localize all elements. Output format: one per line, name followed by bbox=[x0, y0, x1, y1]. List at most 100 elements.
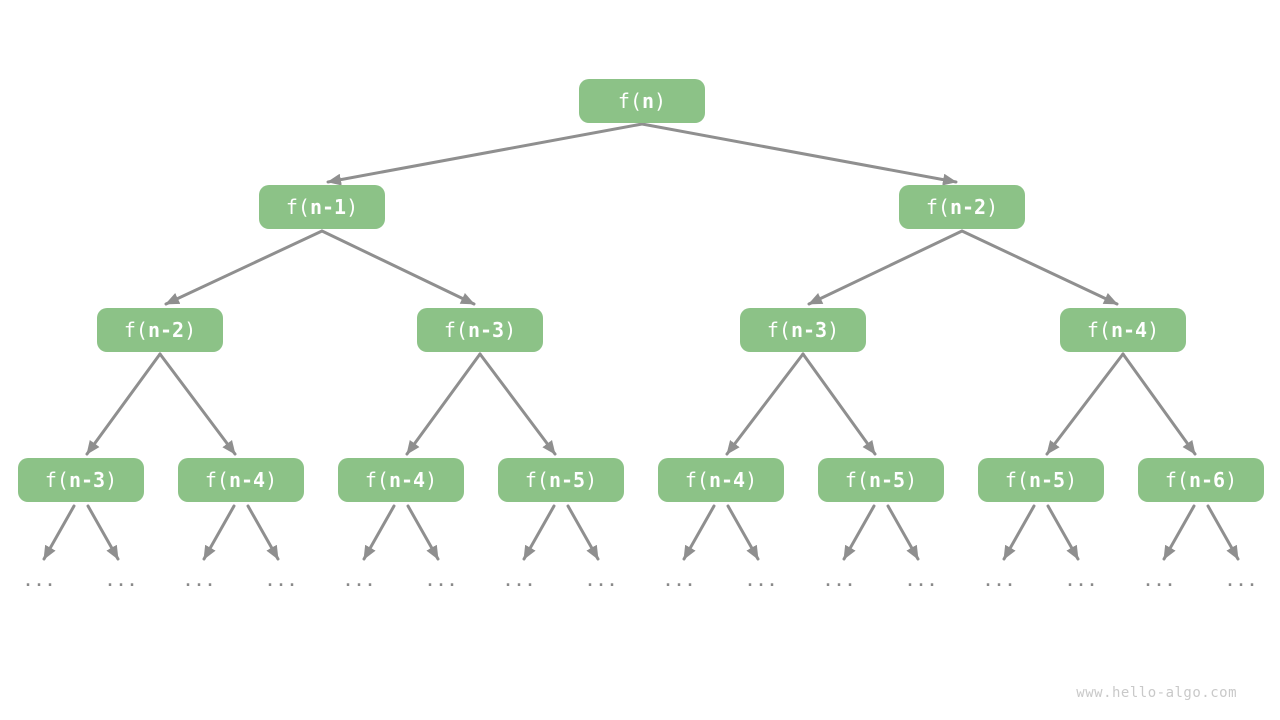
edge-n3d-leaf-right bbox=[566, 504, 600, 561]
ellipsis-leaf: ... bbox=[663, 572, 697, 590]
node-label-suffix: ) bbox=[425, 468, 438, 492]
node-label-prefix: f( bbox=[44, 468, 69, 492]
tree-node-l3-7: f(n-5) bbox=[978, 458, 1104, 502]
ellipsis-leaf: ... bbox=[585, 572, 619, 590]
ellipsis-leaf: ... bbox=[23, 572, 57, 590]
ellipsis-leaf: ... bbox=[905, 572, 939, 590]
node-label-prefix: f( bbox=[285, 195, 310, 219]
tree-node-l3-4: f(n-5) bbox=[498, 458, 624, 502]
node-label-prefix: f( bbox=[925, 195, 950, 219]
tree-node-l3-1: f(n-3) bbox=[18, 458, 144, 502]
edge-n3b-leaf-left bbox=[202, 504, 236, 561]
node-label-suffix: ) bbox=[654, 89, 667, 113]
node-label-prefix: f( bbox=[1086, 318, 1111, 342]
node-label-arg: n-3 bbox=[467, 318, 505, 342]
node-label-arg: n-5 bbox=[548, 468, 586, 492]
edge-n0-n1a bbox=[326, 122, 644, 186]
node-label-arg: n-4 bbox=[228, 468, 266, 492]
node-label-prefix: f( bbox=[684, 468, 709, 492]
ellipsis-leaf: ... bbox=[105, 572, 139, 590]
tree-node-l1-right: f(n-2) bbox=[899, 185, 1025, 229]
ellipsis-leaf: ... bbox=[265, 572, 299, 590]
edge-n3g-leaf-left bbox=[1002, 504, 1036, 561]
node-label-arg: n-3 bbox=[790, 318, 828, 342]
ellipsis-leaf: ... bbox=[745, 572, 779, 590]
edge-n3e-leaf-right bbox=[726, 504, 760, 561]
edge-n3h-leaf-left bbox=[1162, 504, 1196, 561]
edge-n2d-n3h bbox=[1121, 352, 1197, 456]
edge-n3g-leaf-right bbox=[1046, 504, 1080, 561]
edge-n3f-leaf-right bbox=[886, 504, 920, 561]
node-label-arg: n-5 bbox=[868, 468, 906, 492]
node-label-arg: n-2 bbox=[949, 195, 987, 219]
tree-node-l2-1: f(n-2) bbox=[97, 308, 223, 352]
node-label-suffix: ) bbox=[105, 468, 118, 492]
edge-n1a-n2b bbox=[320, 229, 476, 306]
node-label-prefix: f( bbox=[1004, 468, 1029, 492]
edge-n3d-leaf-left bbox=[522, 504, 556, 561]
ellipsis-leaf: ... bbox=[823, 572, 857, 590]
edge-n2c-n3f bbox=[801, 352, 877, 456]
node-label-suffix: ) bbox=[745, 468, 758, 492]
tree-node-l1-left: f(n-1) bbox=[259, 185, 385, 229]
edge-n3a-leaf-left bbox=[42, 504, 76, 561]
edge-n2b-n3d bbox=[478, 352, 557, 456]
ellipsis-leaf: ... bbox=[1225, 572, 1259, 590]
node-label-suffix: ) bbox=[827, 318, 840, 342]
ellipsis-leaf: ... bbox=[343, 572, 377, 590]
node-label-suffix: ) bbox=[585, 468, 598, 492]
ellipsis-leaf: ... bbox=[183, 572, 217, 590]
node-label-arg: n bbox=[642, 89, 655, 113]
edge-n1a-n2a bbox=[164, 229, 324, 306]
tree-node-l2-2: f(n-3) bbox=[417, 308, 543, 352]
edge-n3f-leaf-left bbox=[842, 504, 876, 561]
node-label-arg: n-5 bbox=[1028, 468, 1066, 492]
node-label-prefix: f( bbox=[123, 318, 148, 342]
node-label-suffix: ) bbox=[986, 195, 999, 219]
node-label-suffix: ) bbox=[346, 195, 359, 219]
node-label-suffix: ) bbox=[184, 318, 197, 342]
tree-node-l2-3: f(n-3) bbox=[740, 308, 866, 352]
tree-node-l2-4: f(n-4) bbox=[1060, 308, 1186, 352]
node-label-prefix: f( bbox=[443, 318, 468, 342]
node-label-prefix: f( bbox=[204, 468, 229, 492]
node-label-arg: n-6 bbox=[1188, 468, 1226, 492]
node-label-arg: n-2 bbox=[147, 318, 185, 342]
ellipsis-leaf: ... bbox=[503, 572, 537, 590]
node-label-suffix: ) bbox=[265, 468, 278, 492]
node-label-suffix: ) bbox=[905, 468, 918, 492]
tree-node-l3-6: f(n-5) bbox=[818, 458, 944, 502]
edge-n1b-n2c bbox=[807, 229, 964, 306]
tree-node-l3-3: f(n-4) bbox=[338, 458, 464, 502]
edge-n3h-leaf-right bbox=[1206, 504, 1240, 561]
edge-n2a-n3b bbox=[158, 352, 237, 456]
node-label-prefix: f( bbox=[1164, 468, 1189, 492]
node-label-suffix: ) bbox=[1065, 468, 1078, 492]
node-label-suffix: ) bbox=[504, 318, 517, 342]
ellipsis-leaf: ... bbox=[983, 572, 1017, 590]
node-label-arg: n-4 bbox=[1110, 318, 1148, 342]
ellipsis-leaf: ... bbox=[425, 572, 459, 590]
tree-node-l3-5: f(n-4) bbox=[658, 458, 784, 502]
node-label-arg: n-4 bbox=[388, 468, 426, 492]
edge-n2a-n3a bbox=[85, 352, 162, 456]
tree-node-l3-2: f(n-4) bbox=[178, 458, 304, 502]
node-label-prefix: f( bbox=[844, 468, 869, 492]
node-label-arg: n-1 bbox=[309, 195, 347, 219]
node-label-arg: n-3 bbox=[68, 468, 106, 492]
edge-n1b-n2d bbox=[960, 229, 1119, 306]
edge-n3b-leaf-right bbox=[246, 504, 280, 561]
tree-node-l3-8: f(n-6) bbox=[1138, 458, 1264, 502]
edge-n3c-leaf-left bbox=[362, 504, 396, 561]
node-label-prefix: f( bbox=[617, 89, 642, 113]
node-label-arg: n-4 bbox=[708, 468, 746, 492]
edge-n2d-n3g bbox=[1045, 352, 1125, 456]
edge-n3e-leaf-left bbox=[682, 504, 716, 561]
edge-n2c-n3e bbox=[725, 352, 805, 456]
watermark: www.hello-algo.com bbox=[1076, 685, 1237, 701]
node-label-prefix: f( bbox=[524, 468, 549, 492]
node-label-prefix: f( bbox=[364, 468, 389, 492]
edge-n3c-leaf-right bbox=[406, 504, 440, 561]
edge-n2b-n3c bbox=[405, 352, 482, 456]
